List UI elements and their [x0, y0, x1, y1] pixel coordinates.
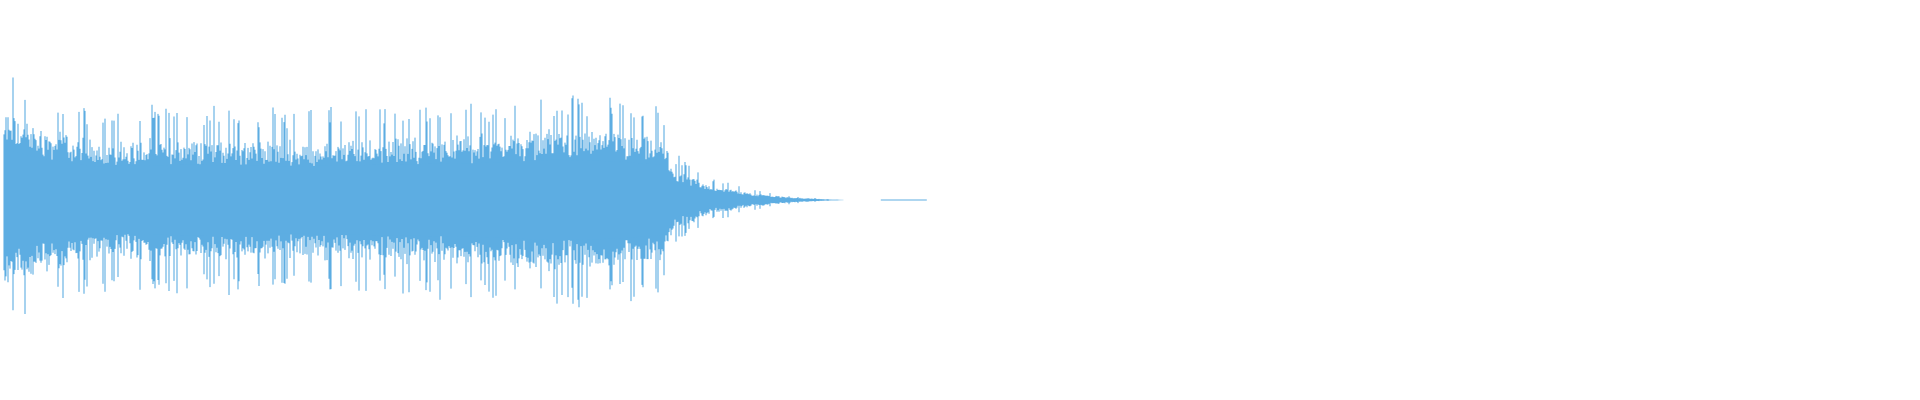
waveform-bars: [3, 77, 927, 314]
waveform-body: [4, 149, 920, 251]
